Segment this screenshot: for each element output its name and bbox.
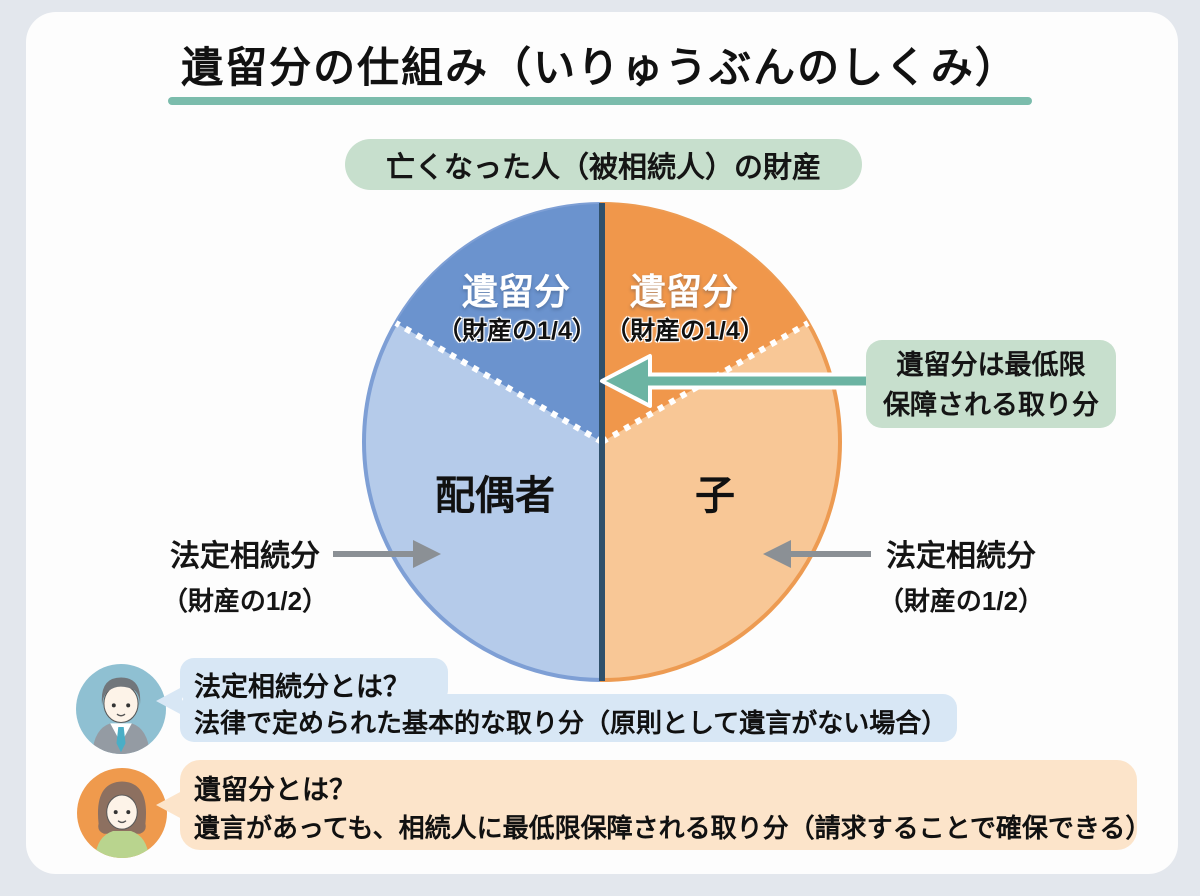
statutory-share-right-fraction: （財産の1/2） [877,586,1045,616]
woman-avatar-icon [77,768,167,858]
reserved-question-text: 遺留分とは？ [194,775,356,805]
reserved-share-callout: 遺留分は最低限 保障される取り分 [866,340,1116,428]
statutory-question-text: 法定相続分とは？ [194,672,410,702]
orange-bubble-tail [156,791,182,819]
statutory-share-left-fraction: （財産の1/2） [161,586,329,616]
child-reserved-label: 遺留分 [629,271,738,312]
statutory-share-right-title: 法定相続分 [886,540,1036,573]
spouse-reserved-fraction: （財産の1/4） [437,317,597,345]
child-share-arrow [763,540,871,568]
statutory-share-label-right: 法定相続分 （財産の1/2） [856,531,1066,618]
reserved-answer-text: 遺言があっても、相続人に最低限保障される取り分（請求することで確保できる） [194,813,1152,843]
callout-line-1: 遺留分は最低限 [896,350,1086,380]
statutory-answer-text: 法律で定められた基本的な取り分（原則として遺言がない場合） [194,708,948,738]
statutory-share-label-left: 法定相続分 （財産の1/2） [140,531,350,618]
spouse-label: 配偶者 [435,474,555,518]
spouse-reserved-label: 遺留分 [461,271,570,312]
statutory-answer-bubble [180,694,957,742]
reserved-share-arrow [600,354,877,408]
estate-badge: 亡くなった人（被相続人）の財産 [345,139,862,190]
spouse-share-arrow [333,540,441,568]
dotted-boundary-left [394,320,604,445]
spouse-reserved-wedge [395,204,602,442]
statutory-share-left-title: 法定相続分 [170,540,320,573]
child-label: 子 [695,474,735,518]
callout-line-2: 保障される取り分 [883,390,1099,420]
title-underline [168,97,1032,105]
page-title: 遺留分の仕組み（いりゅうぶんのしくみ） [181,44,1019,91]
man-avatar-icon [76,664,166,754]
reserved-qa-bubble [180,760,1137,850]
child-reserved-fraction: （財産の1/4） [605,317,765,345]
blue-bubble-tail [156,687,182,715]
